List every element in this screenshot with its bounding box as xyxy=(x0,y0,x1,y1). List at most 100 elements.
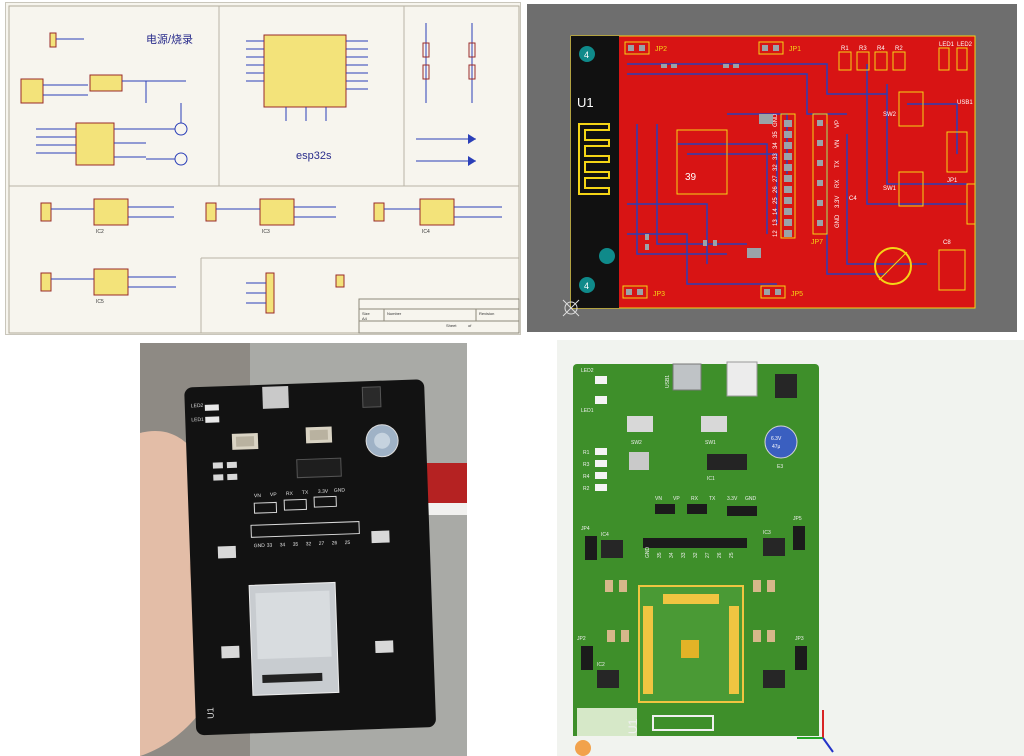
photo-module-label: U1 xyxy=(205,707,215,719)
header-label: RX xyxy=(835,180,841,188)
pcb-layout-drawing: U1 4 4 39 xyxy=(562,35,976,317)
pin-pad xyxy=(784,164,792,171)
resistor-label: R1 xyxy=(583,450,590,456)
photo-header-label: TX xyxy=(302,490,309,496)
usb-serial-chip-symbol xyxy=(36,122,146,166)
svg-text:A4: A4 xyxy=(362,316,368,321)
ic-label-5: IC5 xyxy=(96,299,104,305)
svg-text:39: 39 xyxy=(685,172,697,183)
photo-header-labels: VN VP RX TX 3.3V GND xyxy=(254,488,346,500)
component-label: C4 xyxy=(849,196,857,202)
resistor-label: R4 xyxy=(583,474,590,480)
photo-header-label: VP xyxy=(270,492,278,498)
render-pin-label: 33 xyxy=(681,552,687,558)
render-header-label: RX xyxy=(691,496,699,502)
header-label: VN xyxy=(835,140,841,148)
svg-text:of: of xyxy=(468,323,472,328)
photo-pin-label: 34 xyxy=(280,542,286,548)
svg-text:4: 4 xyxy=(584,50,589,60)
photo-pin-label: 25 xyxy=(345,540,351,546)
mount-hole-bottom xyxy=(579,277,595,293)
render-module-label: U1 xyxy=(626,718,640,734)
svg-text:E3: E3 xyxy=(777,464,783,470)
resistor-led-column xyxy=(416,23,476,166)
pin-label: 35 xyxy=(773,131,779,138)
photo-pin-label: 35 xyxy=(293,542,299,548)
pin-label: 27 xyxy=(773,175,779,182)
title-block: Size A4 Number Revision Sheet of xyxy=(358,298,520,334)
smd-pads xyxy=(645,64,773,258)
ldo-regulator-symbol xyxy=(89,74,186,103)
header-label: TX xyxy=(835,160,841,168)
photo-header-label: 3.3V xyxy=(318,489,329,495)
render-header-label: VN xyxy=(655,496,662,502)
svg-text:4: 4 xyxy=(584,281,589,291)
esp32-module-symbol xyxy=(246,34,368,121)
pin-label: 32 xyxy=(773,164,779,171)
svg-text:SW2: SW2 xyxy=(631,440,642,446)
svg-text:JP3: JP3 xyxy=(653,291,665,298)
svg-text:47μ: 47μ xyxy=(772,444,781,450)
schematic-panel: 电源/烧录 esp32s xyxy=(5,2,521,335)
svg-text:JP2: JP2 xyxy=(655,46,667,53)
pin-pad xyxy=(784,219,792,226)
photo-usb-port xyxy=(262,385,289,409)
resistor-body xyxy=(595,472,607,479)
render-ic-label: IC3 xyxy=(763,530,771,536)
header-label: 3.3V xyxy=(835,196,841,208)
component-label: R4 xyxy=(877,46,885,52)
render-pin-label: 34 xyxy=(669,552,675,558)
resistor-body xyxy=(595,484,607,491)
render-ic1 xyxy=(707,454,747,470)
jumper-jp7-label: JP7 xyxy=(811,239,823,246)
component-label: R3 xyxy=(859,46,867,52)
component-label: SW1 xyxy=(883,186,897,192)
svg-text:6.3V: 6.3V xyxy=(771,436,782,442)
pin-pad xyxy=(784,153,792,160)
ic-label-4: IC4 xyxy=(422,229,430,235)
render-header-label: GND xyxy=(745,496,757,502)
render-smd-parts xyxy=(605,580,775,642)
render-header-label: 3.3V xyxy=(727,496,738,502)
pin-pad xyxy=(784,131,792,138)
module-label: U1 xyxy=(577,95,594,110)
svg-text:Sheet: Sheet xyxy=(446,323,457,328)
header-symbol-power xyxy=(49,32,84,48)
photo-led1-label: LED1 xyxy=(191,417,204,423)
driver-chip-ic3: IC3 xyxy=(205,198,336,235)
pin-pad xyxy=(784,175,792,182)
photo-header-label: GND xyxy=(334,488,346,494)
ic-label-3: IC3 xyxy=(262,229,270,235)
photo-led2-label: LED2 xyxy=(191,403,204,409)
component-label: C8 xyxy=(943,240,951,246)
render-pin-label: 35 xyxy=(657,552,663,558)
render-ic-label: IC1 xyxy=(707,476,715,482)
render-led1-label: LED1 xyxy=(581,408,594,414)
jumper-jp1: JP1 xyxy=(758,41,801,55)
right-component-cluster xyxy=(838,47,976,291)
pin-label: GND xyxy=(773,113,779,127)
photo-header-label: VN xyxy=(254,493,262,499)
resistor-body xyxy=(595,460,607,467)
header-label: GND xyxy=(835,214,841,228)
pin-pad xyxy=(784,186,792,193)
photo-pin-label: 32 xyxy=(306,541,312,547)
side-header-column xyxy=(812,113,828,235)
svg-text:SW1: SW1 xyxy=(705,440,716,446)
render-pin-label: GND xyxy=(645,547,651,559)
render-led2-label: LED2 xyxy=(581,368,594,374)
render-jumper-label: JP2 xyxy=(577,636,586,642)
pin-pad xyxy=(784,197,792,204)
render-jumper-label: JP5 xyxy=(793,516,802,522)
render-pin-label: 26 xyxy=(717,552,723,558)
pin-pad xyxy=(784,142,792,149)
photo-header-label: RX xyxy=(286,491,294,497)
render-header-label: VP xyxy=(673,496,680,502)
